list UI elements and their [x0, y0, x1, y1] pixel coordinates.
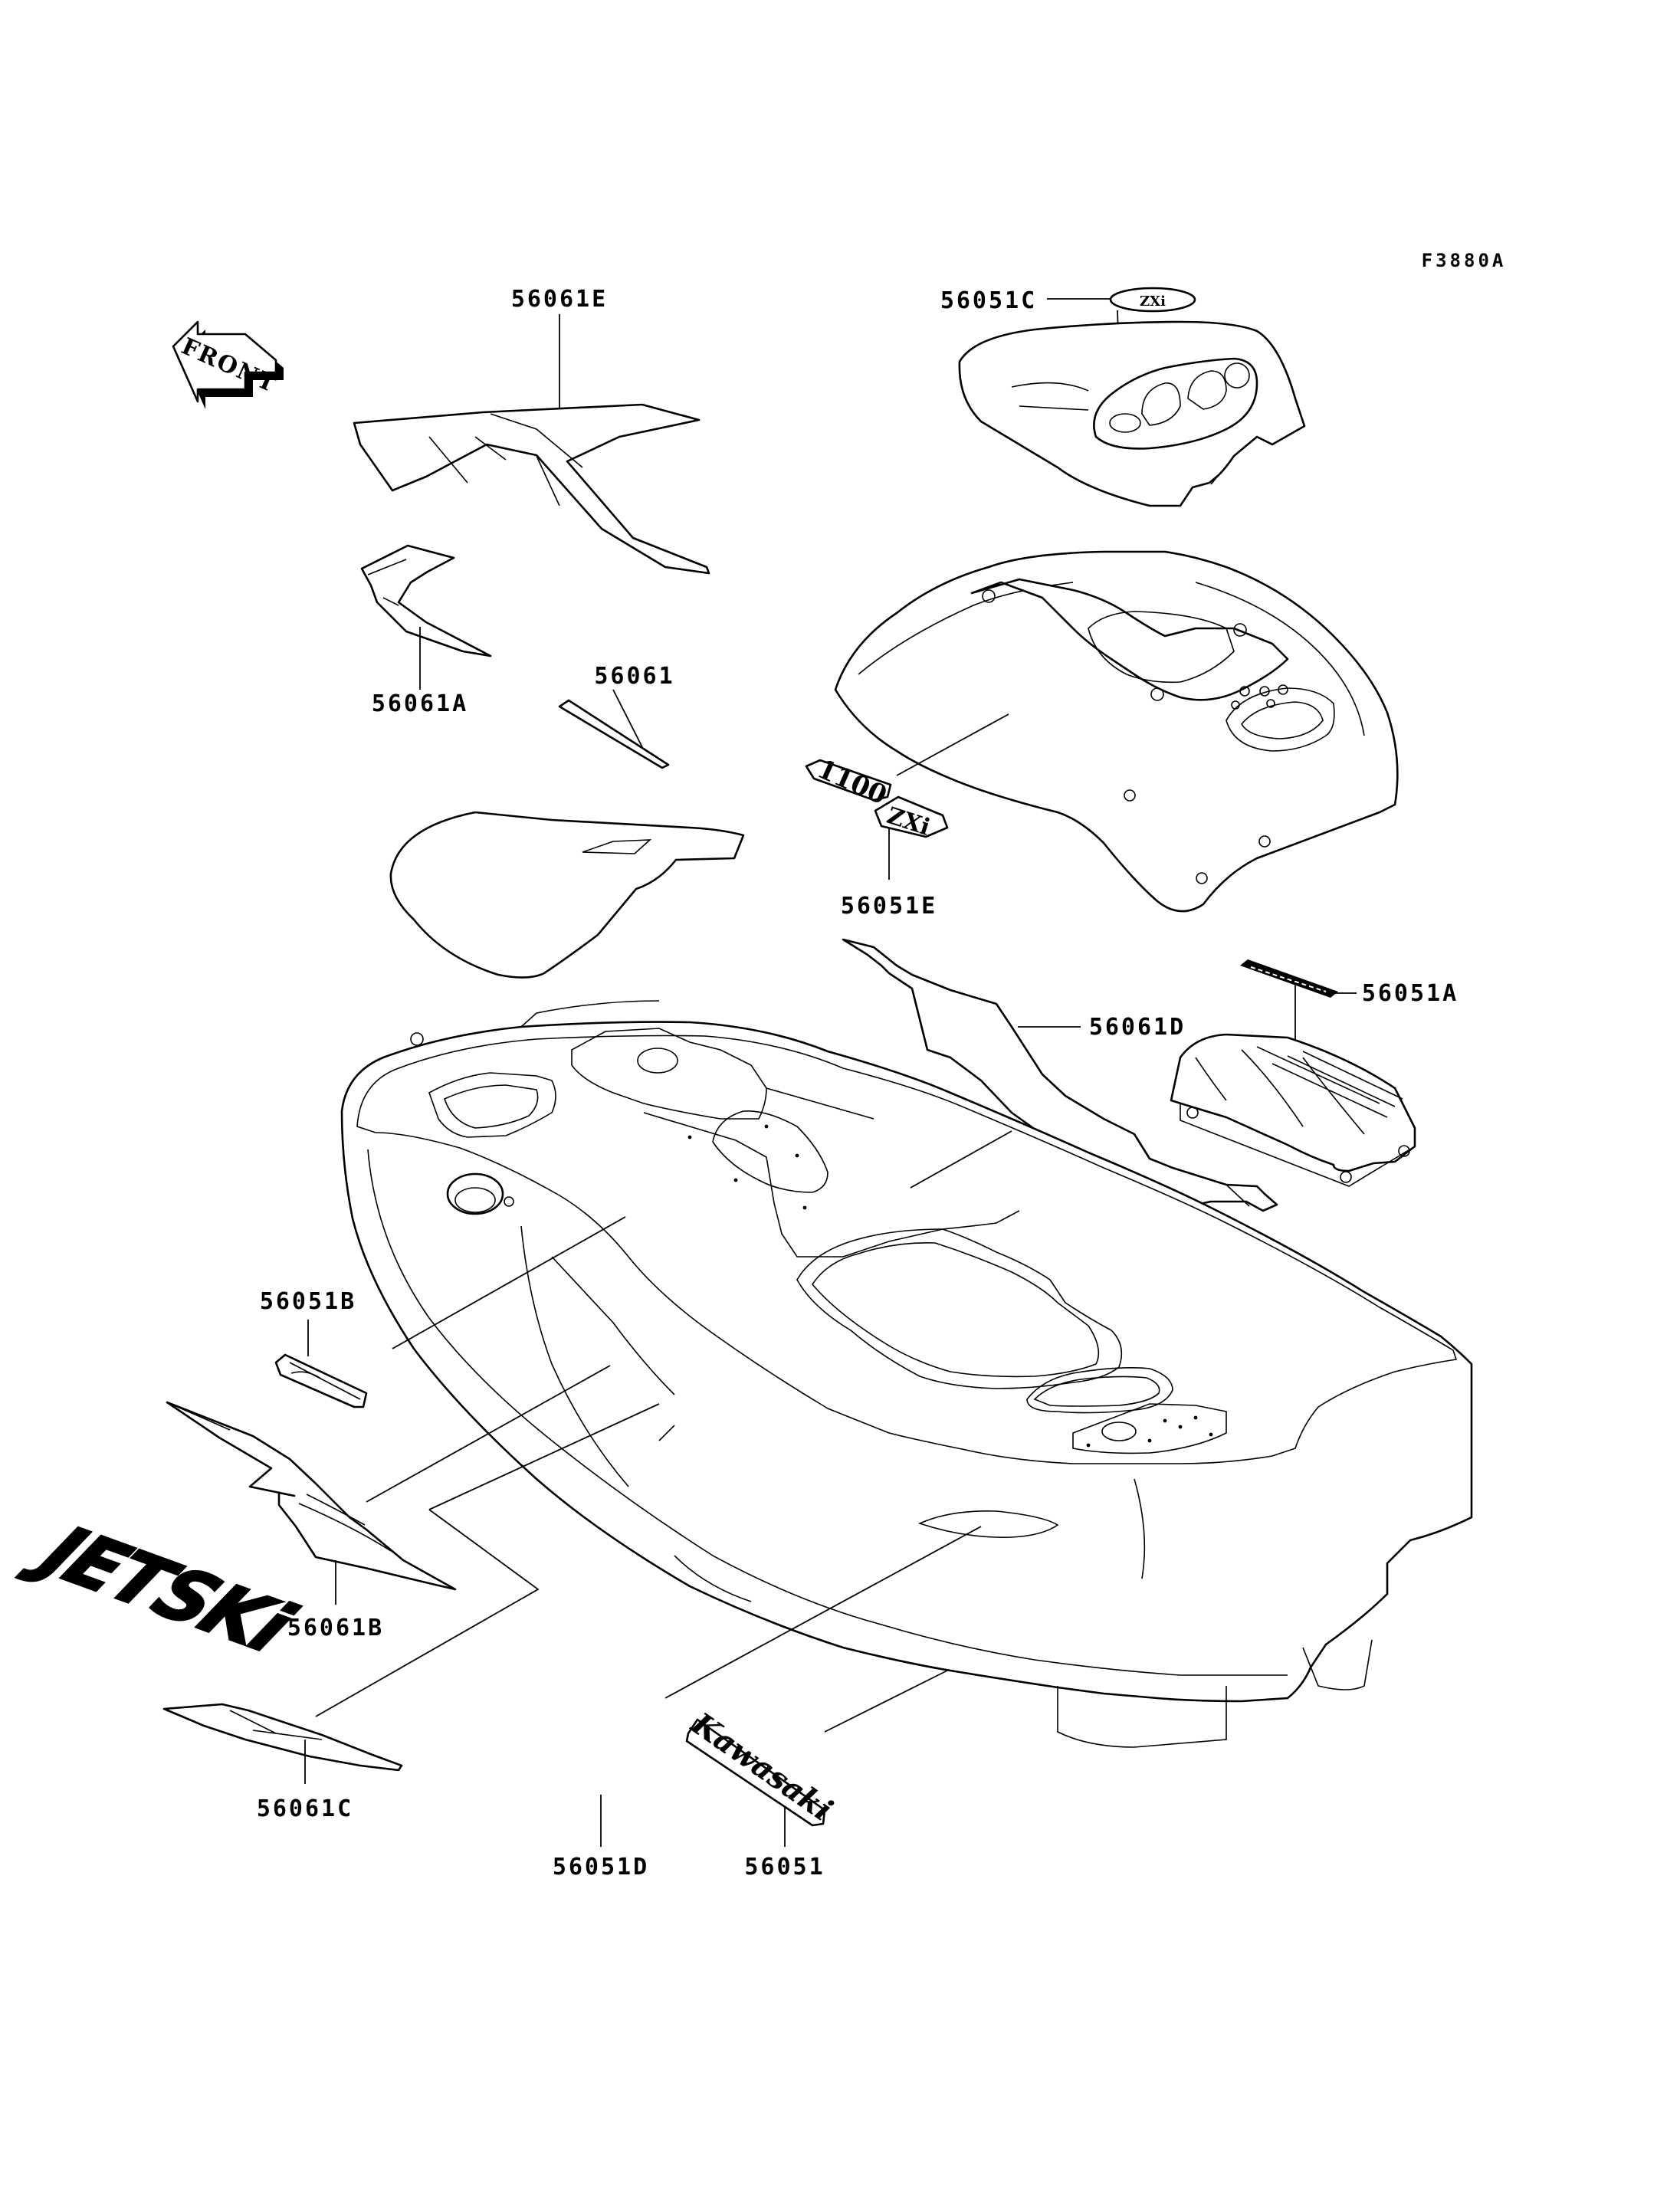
leader-56061C-hull-b	[315, 1509, 540, 1717]
leader-56061C-hull-a	[428, 1403, 660, 1510]
seat-cover-small	[389, 811, 745, 979]
decal-56051-kawasaki-logo: Kawasaki	[684, 1705, 839, 1828]
callout-56051D: 56051D	[553, 1854, 649, 1881]
callout-56061A: 56061A	[372, 690, 468, 717]
figure-code: F3880A	[1422, 250, 1507, 271]
model-1100-label: 1100	[812, 753, 891, 811]
callout-56061E: 56061E	[511, 286, 608, 313]
zxi-small-label: ZXi	[1140, 293, 1166, 310]
leader-56061B-hull	[366, 1365, 611, 1503]
callout-56051E: 56051E	[841, 893, 937, 920]
callout-56051A: 56051A	[1362, 980, 1459, 1007]
front-direction-arrow-icon: FRONT	[172, 320, 284, 409]
callout-56051C: 56051C	[940, 287, 1037, 314]
decal-56061D	[842, 938, 1278, 1212]
instrument-panel	[958, 320, 1306, 507]
jetski-logo-text: JETSKi	[14, 1507, 309, 1669]
callout-56061C: 56061C	[257, 1795, 353, 1822]
intake-box	[1170, 1033, 1416, 1187]
callout-56051: 56051	[744, 1854, 825, 1881]
callout-56051B: 56051B	[260, 1288, 356, 1315]
decal-56051C-badge	[1109, 287, 1196, 313]
callout-56061B: 56061B	[287, 1615, 384, 1641]
hull-deck	[340, 1000, 1473, 1748]
leader-56051B-hull	[392, 1216, 626, 1349]
decal-56061C	[162, 1703, 403, 1772]
leader-56051D-hull	[664, 1526, 982, 1699]
decal-56061B	[166, 1401, 457, 1591]
leader-56051-hull	[824, 1670, 948, 1733]
kawasaki-logo-text: Kawasaki	[684, 1705, 839, 1828]
upper-deck-hood	[834, 550, 1399, 913]
leader-56061	[612, 689, 643, 748]
callout-56061D: 56061D	[1089, 1014, 1186, 1041]
leader-56061D-hull	[910, 1130, 1012, 1189]
decal-56051B	[274, 1353, 368, 1408]
decal-56051D-jetski-logo: JETSKi	[13, 1506, 310, 1670]
leader-hood	[896, 713, 1009, 776]
decal-56061	[558, 699, 670, 769]
decal-56051A	[1240, 959, 1338, 998]
callout-56061: 56061	[594, 663, 674, 690]
decal-56061E	[353, 403, 710, 575]
decal-56061A	[360, 544, 492, 657]
